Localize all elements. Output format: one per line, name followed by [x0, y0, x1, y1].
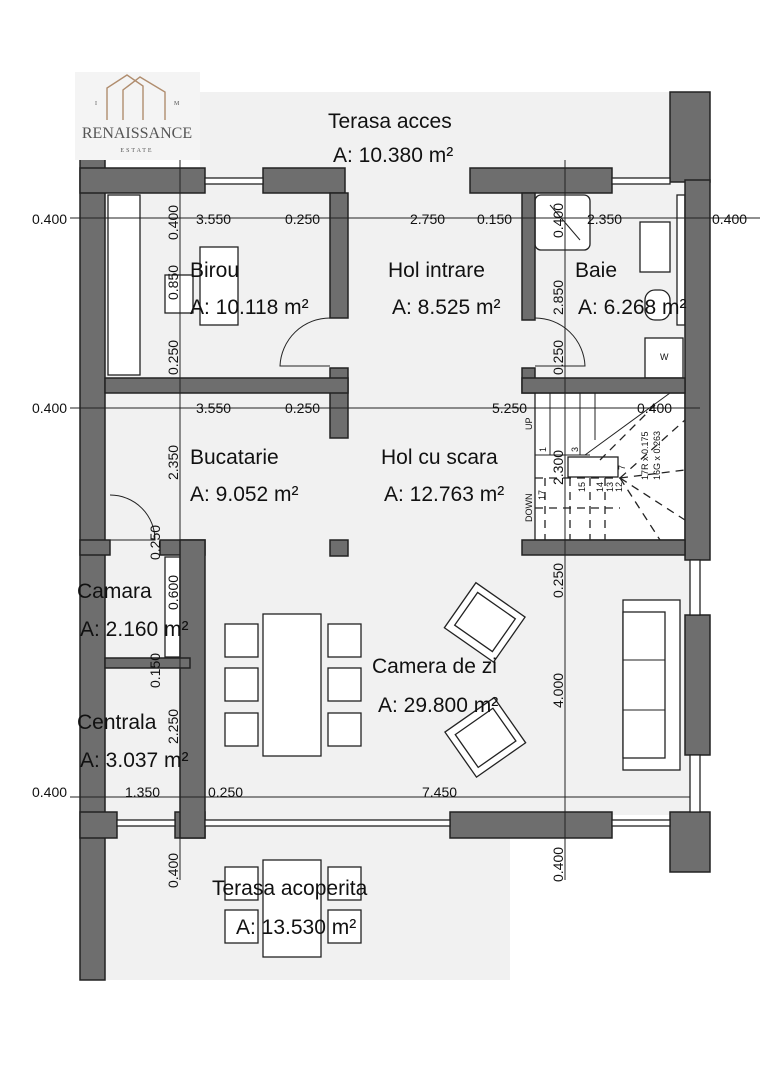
terrace-dining-set	[224, 859, 362, 958]
dimension-label: 0.600	[165, 575, 181, 610]
dimension-label: 0.400	[165, 853, 181, 888]
room-area: A: 9.052 m²	[190, 483, 299, 506]
dimension-label: 2.350	[165, 445, 181, 480]
dimension-label: 4.000	[550, 673, 566, 708]
room-area: A: 29.800 m²	[378, 694, 498, 717]
dimension-label: 0.250	[550, 563, 566, 598]
sofa	[622, 599, 681, 771]
dims-col-2: 0.400 2.850 0.250 2.300 0.250 4.000 0.40…	[550, 203, 566, 882]
room-area: A: 10.380 m²	[333, 144, 453, 167]
dimension-label: 0.250	[147, 525, 163, 560]
dims-row-3: 0.400 1.350 0.250 7.450	[32, 784, 457, 800]
dims-col-1: 0.400 0.850 0.250 2.350 0.250 0.600 0.15…	[147, 205, 181, 888]
dimension-lines	[70, 160, 760, 880]
stair-step-number: 3	[570, 447, 580, 452]
dimension-label: 0.250	[285, 400, 320, 416]
room-name: Terasa acces	[328, 110, 452, 133]
stair-step-number: 1	[538, 447, 548, 452]
dining-set	[224, 613, 362, 757]
room-name: Terasa acoperita	[212, 877, 368, 900]
stair-spec-risers: 17R x 0.175	[640, 431, 650, 480]
stair-step-number: 15	[577, 482, 587, 492]
room-name: Camera de zi	[372, 655, 497, 678]
dimension-label: 0.150	[147, 653, 163, 688]
stair-up-label: UP	[524, 417, 534, 430]
logo-right-mark: M	[174, 101, 180, 107]
dimension-label: 0.400	[32, 211, 67, 227]
dimension-label: 0.400	[32, 400, 67, 416]
dimension-label: 0.400	[165, 205, 181, 240]
armchairs	[443, 581, 527, 779]
stair-down-label: DOWN	[524, 494, 534, 523]
dimension-label: 0.250	[550, 340, 566, 375]
dimension-label: 0.150	[477, 211, 512, 227]
dimension-label: 0.400	[712, 211, 747, 227]
room-area: A: 3.037 m²	[80, 749, 189, 772]
walls	[79, 91, 711, 981]
stair-step-number: 12	[614, 482, 624, 492]
dimension-label: 0.850	[165, 265, 181, 300]
windows	[116, 177, 701, 827]
room-name: Centrala	[77, 711, 157, 734]
dimension-label: 7.450	[422, 784, 457, 800]
stair-step-number: 13	[605, 482, 615, 492]
stair-step-number: 14	[595, 482, 605, 492]
dimension-label: 2.250	[165, 709, 181, 744]
room-name: Baie	[575, 259, 617, 282]
room-area: A: 13.530 m²	[236, 916, 356, 939]
stair-step-number: 17	[537, 490, 547, 500]
washing-machine-label: W	[660, 352, 669, 362]
dimension-label: 2.750	[410, 211, 445, 227]
room-name: Hol cu scara	[381, 446, 498, 469]
dimension-label: 2.350	[587, 211, 622, 227]
dimension-label: 3.550	[196, 400, 231, 416]
room-name: Camara	[77, 580, 152, 603]
room-name: Bucatarie	[190, 446, 279, 469]
dimension-label: 3.550	[196, 211, 231, 227]
dimension-label: 0.400	[550, 847, 566, 882]
room-name: Birou	[190, 259, 239, 282]
house-logo-icon	[106, 74, 166, 120]
dimension-label: 0.400	[637, 400, 672, 416]
dims-row-2: 0.400 3.550 0.250 5.250 0.400	[32, 400, 672, 416]
logo-sub: ESTATE	[120, 148, 153, 154]
birou-furniture	[107, 194, 239, 376]
room-area: A: 12.763 m²	[384, 483, 504, 506]
room-area: A: 2.160 m²	[80, 618, 189, 641]
dimension-label: 2.300	[550, 450, 566, 485]
stair-spec-goings: 16G x 0.263	[652, 431, 662, 480]
doors	[109, 317, 586, 541]
renaissance-estate-logo: I M RENAISSANCE ESTATE	[75, 72, 200, 160]
staircase: UP DOWN 17R x 0.175 16G x 0.263 1 3 7 15…	[524, 392, 686, 541]
dimension-label: 1.350	[125, 784, 160, 800]
room-area: A: 6.268 m²	[578, 296, 687, 319]
dimension-label: 0.400	[550, 203, 566, 238]
dimension-label: 0.250	[208, 784, 243, 800]
dims-row-1: 0.400 3.550 0.250 2.750 0.150 2.350 0.40…	[32, 211, 747, 227]
room-labels: Terasa acces A: 10.380 m² Birou A: 10.11…	[77, 110, 687, 939]
logo-left-mark: I	[95, 101, 97, 107]
room-area: A: 10.118 m²	[190, 296, 309, 319]
dimension-label: 0.250	[165, 340, 181, 375]
dimension-label: 5.250	[492, 400, 527, 416]
stair-step-number: 7	[617, 465, 627, 470]
room-area: A: 8.525 m²	[392, 296, 501, 319]
dimension-label: 0.250	[285, 211, 320, 227]
room-name: Hol intrare	[388, 259, 485, 282]
logo-brand: RENAISSANCE	[82, 125, 192, 142]
dimension-label: 2.850	[550, 280, 566, 315]
dimension-label: 0.400	[32, 784, 67, 800]
